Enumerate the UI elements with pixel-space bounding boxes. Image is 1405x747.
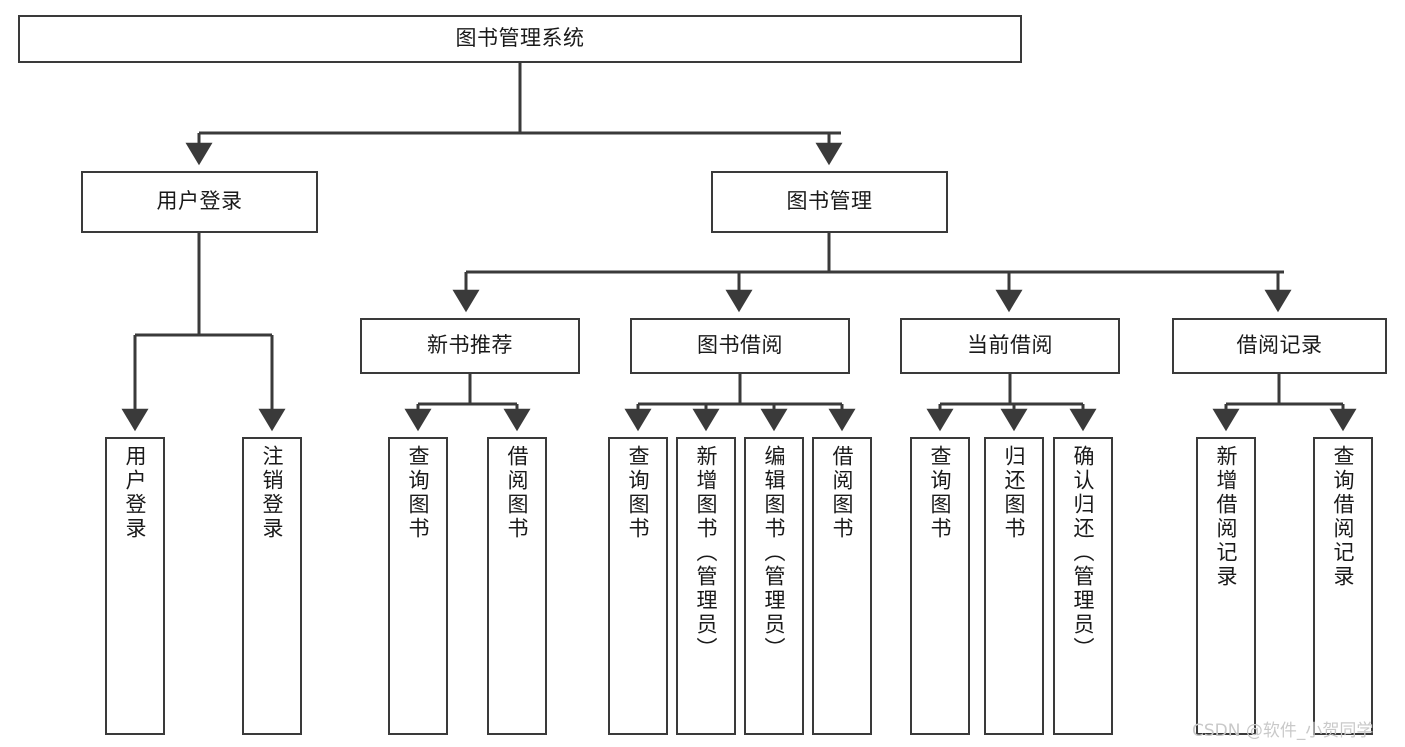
leaf-add-borrow-record-label: 新增借阅记录 <box>1214 445 1239 589</box>
leaf-borrow-book-label: 借阅图书 <box>830 445 855 541</box>
leaf-query-book-borrow-label: 查询图书 <box>626 445 651 541</box>
node-root[interactable]: 图书管理系统 <box>18 15 1022 63</box>
leaf-logout-label: 注销登录 <box>260 445 285 541</box>
leaf-confirm-return-admin-label: 确认归还（管理员） <box>1071 445 1096 661</box>
node-borrow-record[interactable]: 借阅记录 <box>1172 318 1387 374</box>
leaf-return-book[interactable]: 归还图书 <box>984 437 1044 735</box>
connector-group-borrow-record <box>1212 374 1357 432</box>
leaf-borrow-book-recommend[interactable]: 借阅图书 <box>487 437 547 735</box>
node-new-book-recommend-label: 新书推荐 <box>427 333 513 358</box>
leaf-edit-book-admin[interactable]: 编辑图书（管理员） <box>744 437 804 735</box>
leaf-user-login-label: 用户登录 <box>123 445 148 541</box>
leaf-borrow-book[interactable]: 借阅图书 <box>812 437 872 735</box>
node-book-borrow-label: 图书借阅 <box>697 333 783 358</box>
leaf-query-borrow-record-label: 查询借阅记录 <box>1331 445 1356 589</box>
leaf-add-borrow-record[interactable]: 新增借阅记录 <box>1196 437 1256 735</box>
node-current-borrow[interactable]: 当前借阅 <box>900 318 1120 374</box>
node-borrow-record-label: 借阅记录 <box>1236 333 1323 358</box>
connector-group-user-login <box>121 233 286 432</box>
leaf-add-book-admin[interactable]: 新增图书（管理员） <box>676 437 736 735</box>
leaf-query-book-recommend-label: 查询图书 <box>406 445 431 541</box>
leaf-query-book-current[interactable]: 查询图书 <box>910 437 970 735</box>
leaf-confirm-return-admin[interactable]: 确认归还（管理员） <box>1053 437 1113 735</box>
leaf-query-borrow-record[interactable]: 查询借阅记录 <box>1313 437 1373 735</box>
csdn-watermark: CSDN @软件_小贺同学 <box>1192 721 1374 741</box>
leaf-query-book-borrow[interactable]: 查询图书 <box>608 437 668 735</box>
connector-group-book-borrow <box>624 374 856 432</box>
leaf-query-book-current-label: 查询图书 <box>928 445 953 541</box>
node-root-label: 图书管理系统 <box>455 26 585 51</box>
leaf-query-book-recommend[interactable]: 查询图书 <box>388 437 448 735</box>
leaf-borrow-book-recommend-label: 借阅图书 <box>505 445 530 541</box>
connector-group-root <box>185 63 843 166</box>
node-book-borrow[interactable]: 图书借阅 <box>630 318 850 374</box>
connector-group-new-book <box>404 374 531 432</box>
node-book-management-label: 图书管理 <box>786 189 873 214</box>
leaf-edit-book-admin-label: 编辑图书（管理员） <box>762 445 787 661</box>
node-book-management[interactable]: 图书管理 <box>711 171 948 233</box>
node-user-login-label: 用户登录 <box>156 189 243 214</box>
node-user-login[interactable]: 用户登录 <box>81 171 318 233</box>
leaf-user-login[interactable]: 用户登录 <box>105 437 165 735</box>
leaf-return-book-label: 归还图书 <box>1002 445 1027 541</box>
node-current-borrow-label: 当前借阅 <box>967 333 1053 358</box>
node-new-book-recommend[interactable]: 新书推荐 <box>360 318 580 374</box>
leaf-add-book-admin-label: 新增图书（管理员） <box>694 445 719 661</box>
leaf-logout[interactable]: 注销登录 <box>242 437 302 735</box>
connector-group-book-management <box>452 233 1292 313</box>
connector-group-current-borrow <box>926 374 1097 432</box>
